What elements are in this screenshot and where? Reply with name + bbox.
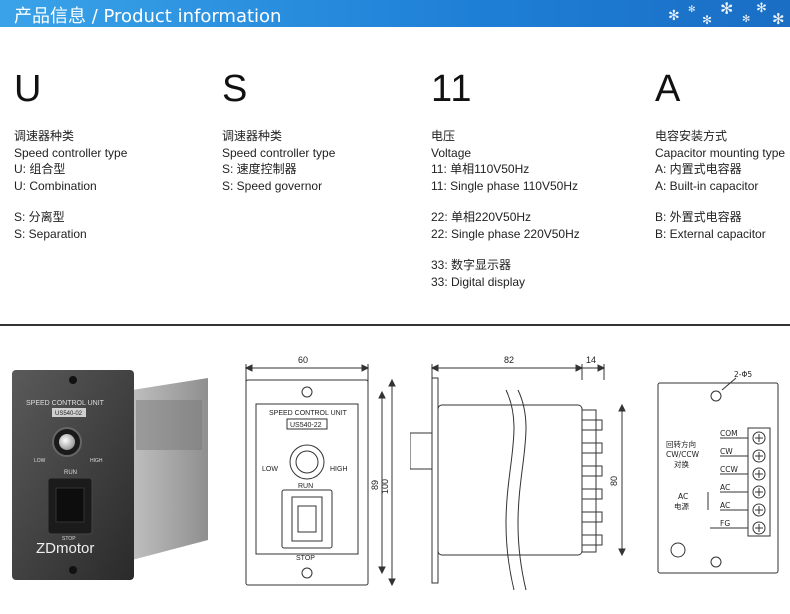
photo-run-label: RUN xyxy=(64,470,77,476)
description-line: A: 内置式电容器 xyxy=(655,162,742,176)
photo-high-label: HIGH xyxy=(90,458,103,464)
product-photo: SPEED CONTROL UNIT US540-02 LOW HIGH RUN… xyxy=(12,370,208,580)
controller-faceplate xyxy=(12,370,134,580)
description-line: 11: 单相110V50Hz xyxy=(431,162,530,176)
front-width-dimension: 60 xyxy=(298,355,308,365)
code-description-1: 调速器种类 Speed controller type U: 组合型 U: Co… xyxy=(14,128,127,242)
rotation-cw-ccw-label: CW/CCW xyxy=(666,450,700,459)
terminal-fg-label: FG xyxy=(720,519,730,528)
description-line: U: 组合型 xyxy=(14,162,66,176)
description-line: B: External capacitor xyxy=(655,226,766,241)
description-line: Speed controller type xyxy=(14,145,128,160)
spacer xyxy=(431,194,580,209)
spacer xyxy=(431,242,580,257)
section-header: 产品信息 / Product information ✻ ✻ ✻ ✻ ✻ ✻ ✻ xyxy=(0,0,790,27)
rotation-swap-label: 对换 xyxy=(674,459,689,469)
spacer xyxy=(655,194,785,209)
snowflake-decoration: ✻ ✻ ✻ ✻ ✻ ✻ ✻ xyxy=(668,0,785,27)
code-description-2: 调速器种类 Speed controller type S: 速度控制器 S: … xyxy=(222,128,335,194)
description-line: Voltage xyxy=(431,145,472,160)
power-source-label: 电源 xyxy=(674,501,689,511)
description-line: 33: 数字显示器 xyxy=(431,258,512,272)
section-title: 产品信息 / Product information xyxy=(14,6,282,27)
description-line: U: Combination xyxy=(14,178,97,193)
code-description-3: 电压 Voltage 11: 单相110V50Hz 11: Single pha… xyxy=(431,128,580,290)
power-ac-label: AC xyxy=(678,492,688,501)
description-line: 22: Single phase 220V50Hz xyxy=(431,226,580,241)
description-line: S: 分离型 xyxy=(14,210,65,224)
description-line: 电压 xyxy=(431,129,456,143)
description-line: B: 外置式电容器 xyxy=(655,210,742,224)
code-description-4: 电容安装方式 Capacitor mounting type A: 内置式电容器… xyxy=(655,128,785,242)
front-outer-height-dimension: 100 xyxy=(380,479,390,494)
front-view-drawing: 60 SPEED CONTROL UNIT US540-22 LOW HIGH … xyxy=(244,355,396,587)
description-line: 调速器种类 xyxy=(222,129,283,143)
description-line: A: Built-in capacitor xyxy=(655,178,759,193)
spacer xyxy=(14,194,127,209)
description-line: S: Separation xyxy=(14,226,87,241)
description-line: S: 速度控制器 xyxy=(222,162,297,176)
terminal-cw-label: CW xyxy=(720,447,733,456)
photo-low-label: LOW xyxy=(34,458,46,464)
svg-text:✻: ✻ xyxy=(688,5,696,15)
front-panel-label: SPEED CONTROL UNIT xyxy=(269,410,348,417)
brand-logo: ZDmotor xyxy=(36,540,94,557)
terminal-ac1-label: AC xyxy=(720,483,730,492)
description-line: 22: 单相220V50Hz xyxy=(431,210,532,224)
code-letter-3: 11 xyxy=(431,68,473,110)
front-low-label: LOW xyxy=(262,466,278,473)
photo-model-label: US540-02 xyxy=(55,411,83,417)
side-depth-dimension: 82 xyxy=(504,355,514,365)
back-view-wiring-drawing: 2-Φ5 回转方向 CW/CCW 对换 AC 电源 COM CW CCW AC … xyxy=(657,370,779,574)
front-run-label: RUN xyxy=(298,483,313,490)
terminal-com-label: COM xyxy=(720,429,738,438)
svg-text:✻: ✻ xyxy=(668,8,680,24)
photo-stop-label: STOP xyxy=(62,536,76,542)
svg-text:✻: ✻ xyxy=(756,1,767,16)
photo-panel-label: SPEED CONTROL UNIT xyxy=(26,400,105,407)
side-view-drawing: 82 14 80 xyxy=(410,355,626,591)
front-high-label: HIGH xyxy=(330,466,348,473)
front-inner-height-dimension: 89 xyxy=(370,480,380,490)
terminal-ccw-label: CCW xyxy=(720,465,738,474)
description-line: 11: Single phase 110V50Hz xyxy=(431,178,578,193)
front-stop-label: STOP xyxy=(296,555,315,562)
description-line: Capacitor mounting type xyxy=(655,145,786,160)
front-model-label: US540-22 xyxy=(290,422,322,429)
back-hole-dimension: 2-Φ5 xyxy=(734,370,752,379)
terminal-ac2-label: AC xyxy=(720,501,730,510)
svg-text:✻: ✻ xyxy=(742,14,750,25)
code-letter-2: S xyxy=(222,68,249,110)
svg-text:✻: ✻ xyxy=(772,10,785,27)
svg-text:✻: ✻ xyxy=(720,0,733,18)
rotation-direction-label: 回转方向 xyxy=(666,439,696,449)
description-line: 电容安装方式 xyxy=(655,129,728,143)
description-line: 33: Digital display xyxy=(431,274,526,289)
side-height-dimension: 80 xyxy=(609,476,619,486)
description-line: 调速器种类 xyxy=(14,129,75,143)
code-letter-1: U xyxy=(14,68,43,110)
code-letter-4: A xyxy=(655,68,682,110)
description-line: Speed controller type xyxy=(222,145,336,160)
svg-text:✻: ✻ xyxy=(702,13,712,27)
section-divider xyxy=(0,324,790,326)
side-terminal-dimension: 14 xyxy=(586,355,596,365)
description-line: S: Speed governor xyxy=(222,178,323,193)
